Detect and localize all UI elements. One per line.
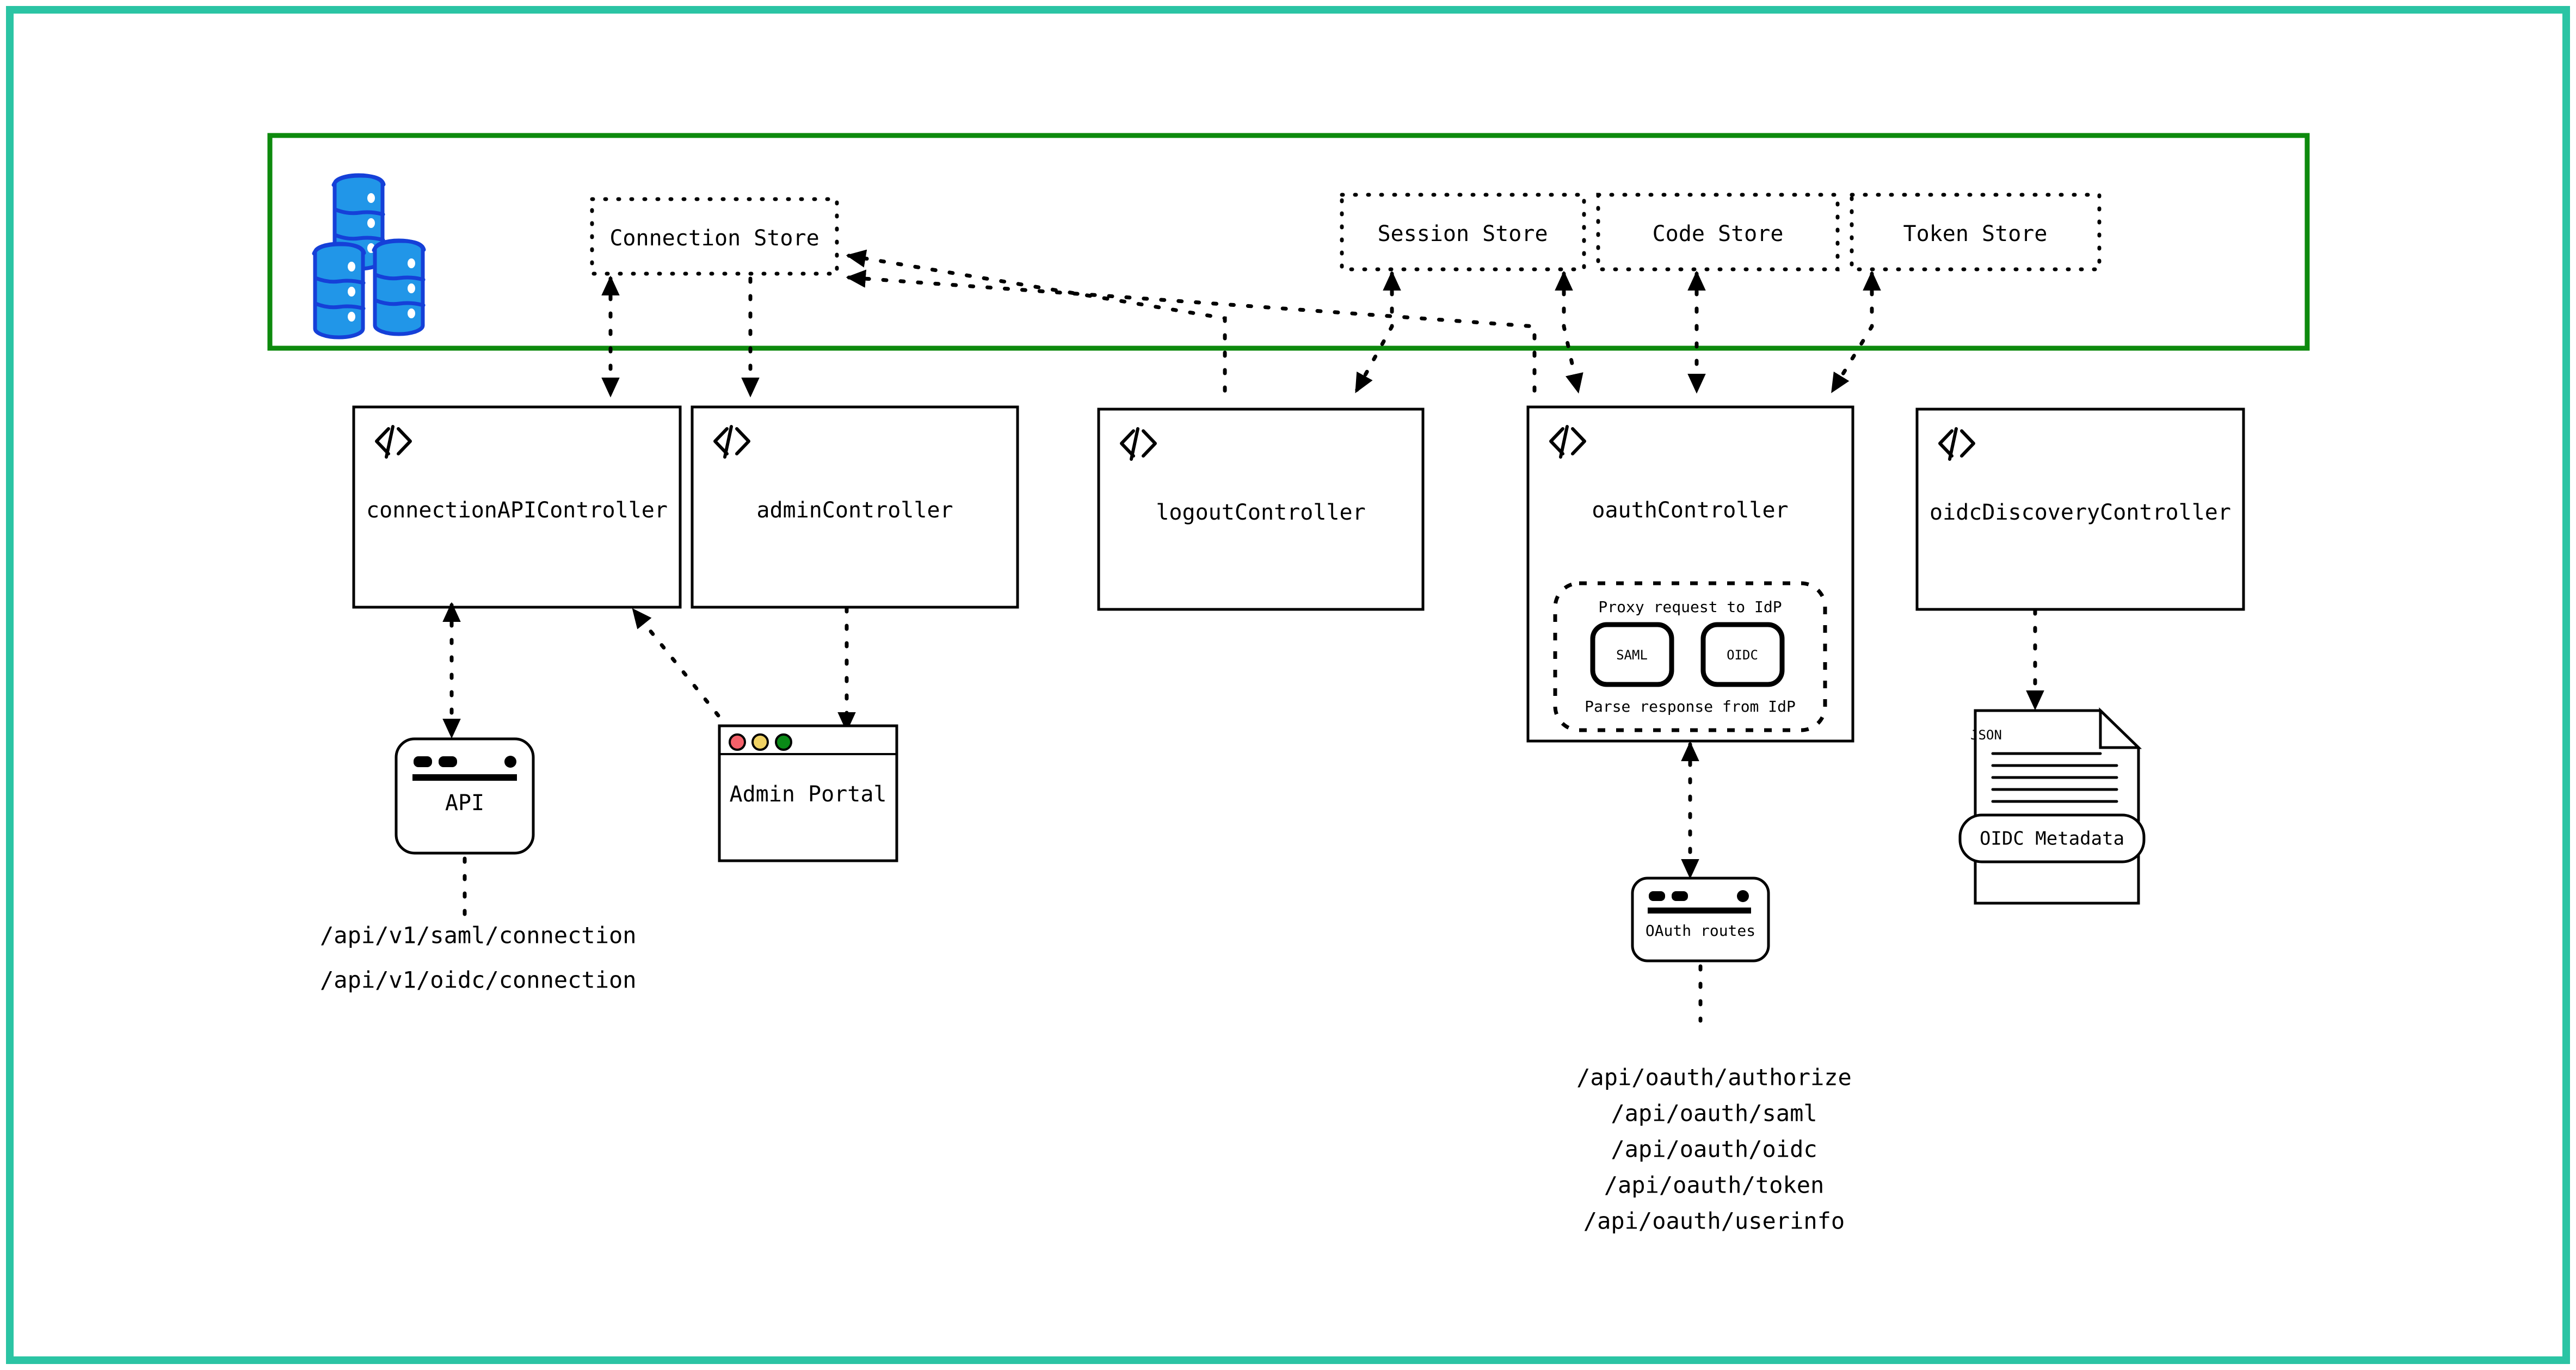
code-icon xyxy=(375,425,412,459)
code-icon xyxy=(713,425,750,459)
database-stack-icon xyxy=(312,173,426,340)
client-oidc-metadata[interactable]: JSON OIDC Metadata xyxy=(1958,707,2146,905)
client-oidc-metadata-label: OIDC Metadata xyxy=(1980,828,2124,850)
client-api-label: API xyxy=(445,791,484,816)
endpoint-label: /api/v1/oidc/connection xyxy=(320,967,637,993)
document-type-label: JSON xyxy=(1970,727,2002,743)
store-code-label: Code Store xyxy=(1653,221,1784,246)
controller-oauthcontroller[interactable]: oauthController Proxy request to IdP SAM… xyxy=(1526,405,1854,743)
window-dot xyxy=(414,756,432,767)
endpoint-label: /api/v1/saml/connection xyxy=(320,922,637,949)
client-oauth-routes-label: OAuth routes xyxy=(1646,922,1755,940)
client-api[interactable]: API xyxy=(395,737,535,855)
controller-connectionapicontroller[interactable]: connectionAPIController xyxy=(352,405,682,609)
store-connection[interactable]: Connection Store xyxy=(590,197,839,276)
controller-logoutcontroller[interactable]: logoutController xyxy=(1097,408,1425,611)
connector-sessionstore-oauth xyxy=(1555,270,1583,394)
window-dot xyxy=(504,756,516,768)
endpoint-label: /api/oauth/oidc xyxy=(1611,1136,1817,1163)
controller-label: oauthController xyxy=(1592,498,1788,523)
client-admin-portal[interactable]: Admin Portal xyxy=(718,724,898,862)
protocol-chip-saml[interactable]: SAML xyxy=(1590,622,1674,687)
client-admin-portal-label: Admin Portal xyxy=(730,782,887,807)
window-titlebar-line xyxy=(412,774,517,781)
controller-oidcdiscoverycontroller[interactable]: oidcDiscoveryController xyxy=(1915,408,2245,611)
window-dot xyxy=(439,756,457,767)
connector-adminportal-connapi xyxy=(632,608,731,731)
oauth-idp-proxy-group: Proxy request to IdP SAML OIDC Parse res… xyxy=(1553,581,1827,732)
endpoint-label: /api/oauth/token xyxy=(1604,1172,1825,1199)
proxy-request-label: Proxy request to IdP xyxy=(1598,598,1782,616)
protocol-chip-oidc[interactable]: OIDC xyxy=(1700,622,1785,687)
controller-label: adminController xyxy=(756,498,953,523)
endpoint-label: /api/oauth/saml xyxy=(1611,1100,1817,1127)
protocol-chip-label: SAML xyxy=(1616,647,1648,663)
connector-oauth-connstore xyxy=(846,269,1537,393)
window-dot xyxy=(1737,890,1749,902)
connector-logout-connstore xyxy=(846,249,1227,393)
outer-frame xyxy=(6,6,2570,1364)
store-token[interactable]: Token Store xyxy=(1850,193,2102,271)
connector-sessionstore-logout xyxy=(1354,270,1401,393)
store-session[interactable]: Session Store xyxy=(1340,193,1586,271)
store-connection-label: Connection Store xyxy=(609,226,819,251)
endpoint-label: /api/oauth/userinfo xyxy=(1583,1208,1845,1235)
document-fold-corner xyxy=(2099,707,2142,749)
store-session-label: Session Store xyxy=(1377,221,1548,246)
store-token-label: Token Store xyxy=(1903,221,2048,246)
storage-layer-container xyxy=(267,133,2310,351)
window-dot xyxy=(1672,891,1688,901)
controller-label: oidcDiscoveryController xyxy=(1930,500,2231,525)
store-code[interactable]: Code Store xyxy=(1596,193,1840,271)
connector-tokenstore-oauth xyxy=(1831,270,1881,393)
controller-admincontroller[interactable]: adminController xyxy=(691,405,1019,609)
code-icon xyxy=(1120,427,1157,461)
code-icon xyxy=(1938,427,1975,461)
endpoint-label: /api/oauth/authorize xyxy=(1576,1064,1852,1091)
client-oauth-routes[interactable]: OAuth routes xyxy=(1631,877,1770,962)
window-titlebar-line xyxy=(1648,908,1751,914)
code-icon xyxy=(1549,425,1586,459)
traffic-light-red-icon xyxy=(729,733,746,751)
traffic-light-yellow-icon xyxy=(751,733,769,751)
traffic-light-green-icon xyxy=(775,733,792,751)
protocol-chip-label: OIDC xyxy=(1727,647,1758,663)
controller-label: connectionAPIController xyxy=(366,498,668,523)
parse-response-label: Parse response from IdP xyxy=(1585,698,1796,715)
window-dot xyxy=(1649,891,1665,901)
controller-label: logoutController xyxy=(1156,500,1365,525)
